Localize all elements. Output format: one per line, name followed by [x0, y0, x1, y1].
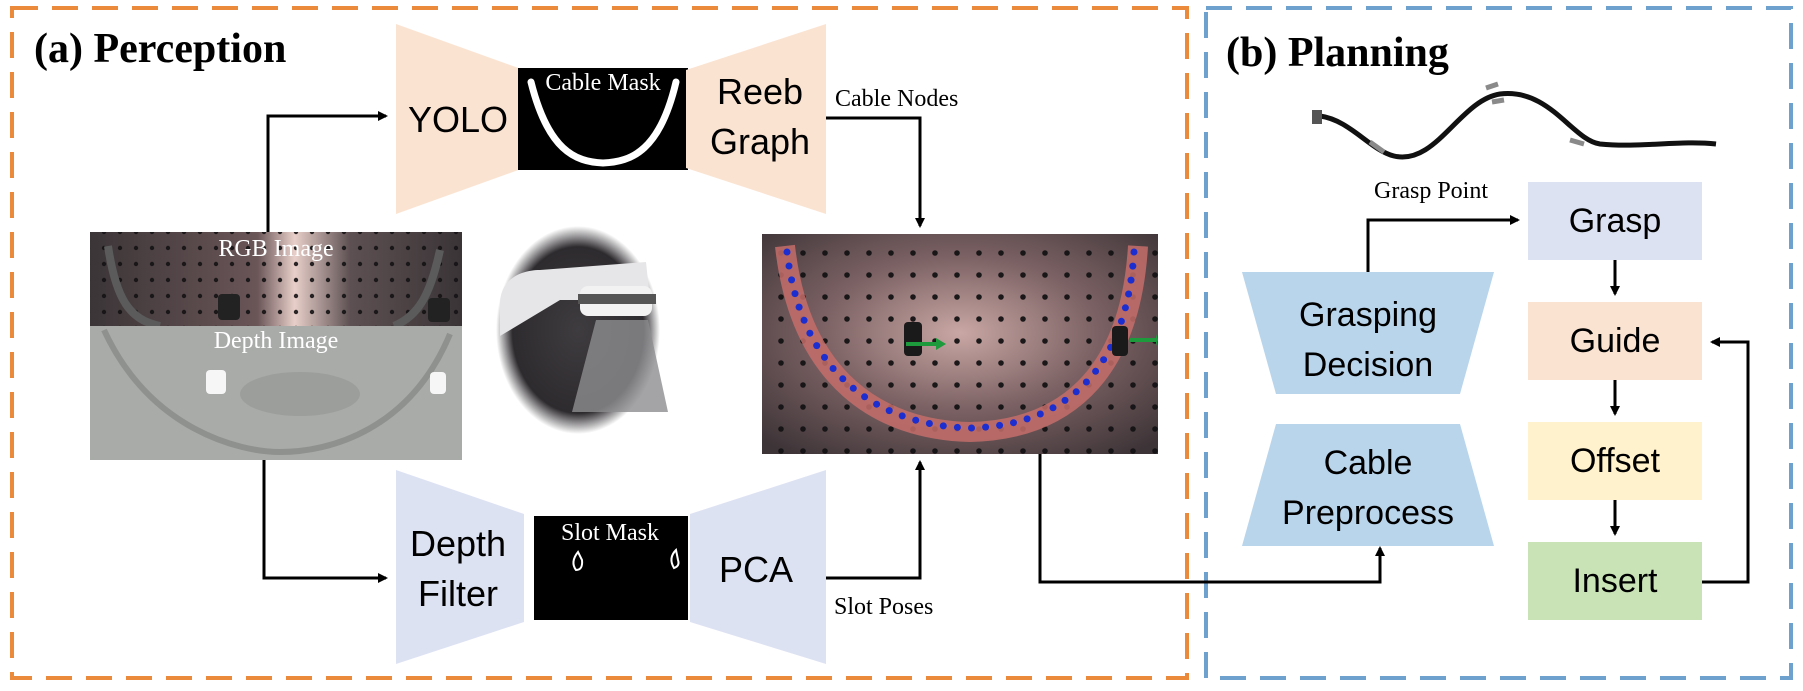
cable-node-dot	[806, 329, 814, 337]
slot-poses-label: Slot Poses	[834, 594, 933, 620]
cable-node-dot	[996, 421, 1004, 429]
arrow-pca-to-result	[826, 460, 925, 580]
arrow-rgb-to-yolo	[266, 111, 388, 232]
cable-node-dot	[925, 420, 933, 427]
arrow-result-to-preprocess	[1038, 454, 1385, 584]
pca-trapezoid	[690, 470, 826, 664]
cable-node-dot	[839, 375, 847, 383]
cable-wave-illustration	[1312, 81, 1717, 160]
cable-node-dot	[1023, 415, 1031, 423]
cable-node-dot	[953, 423, 961, 431]
cable-node-dot	[912, 416, 920, 424]
grasp-box	[1528, 182, 1702, 260]
grasping-decision-trapezoid	[1242, 272, 1494, 394]
arrow-reeb-to-result	[826, 116, 925, 228]
insert-box	[1528, 542, 1702, 620]
cable-node-dot	[1129, 262, 1137, 270]
grasp-point-label: Grasp Point	[1374, 178, 1488, 204]
offset-box	[1528, 422, 1702, 500]
cable-node-dot	[791, 290, 799, 298]
cable-node-dot	[1036, 410, 1044, 418]
cable-node-dot	[785, 262, 793, 270]
guide-step-label: Guide	[1570, 322, 1661, 360]
arrow-grasping-to-grasp	[1366, 215, 1520, 272]
cable-node-dot	[1100, 356, 1108, 364]
slot-mask-right	[670, 547, 680, 570]
depth-filter-line2: Filter	[418, 573, 498, 614]
grasp-step-label: Grasp	[1569, 202, 1662, 240]
reeb-label-line1: Reeb	[717, 71, 803, 112]
depth-label: Depth Image	[214, 328, 339, 354]
slot-mask-image	[534, 516, 688, 620]
cable-node-dot	[968, 424, 975, 432]
cable-node-dot	[821, 353, 828, 361]
cable-node-dot	[795, 303, 803, 311]
yolo-trapezoid	[396, 24, 524, 214]
cable-node-dot	[885, 407, 893, 415]
cable-node-dot	[829, 365, 837, 372]
cable-node-dot	[783, 248, 791, 256]
insert-step-label: Insert	[1572, 562, 1658, 600]
cable-node-dot	[1125, 290, 1133, 298]
cable-node-dots	[783, 248, 1138, 432]
reeb-trapezoid	[686, 24, 826, 214]
cable-preprocess-trapezoid	[1242, 424, 1494, 546]
planning-title: (b) Planning	[1226, 30, 1449, 76]
cable-node-dot	[1010, 419, 1017, 427]
cable-mask-label: Cable Mask	[545, 70, 660, 96]
arrow-insert-to-guide	[1702, 337, 1750, 584]
guide-box	[1528, 302, 1702, 380]
cable-node-dot	[1049, 404, 1057, 412]
cable-node-dot	[813, 342, 821, 350]
cable-node-dot	[1127, 276, 1135, 284]
perception-title: (a) Perception	[34, 26, 286, 72]
cable-node-dot	[1130, 248, 1138, 256]
cable-node-dot	[873, 400, 881, 408]
cable-node-dot	[1082, 378, 1090, 386]
cable-node-dot	[788, 276, 796, 284]
depth-filter-trapezoid	[396, 470, 524, 664]
arrow-depth-to-filter	[262, 460, 388, 583]
cable-node-dot	[982, 423, 990, 431]
grasping-line1: Grasping	[1299, 296, 1437, 334]
offset-step-label: Offset	[1570, 442, 1661, 480]
slot-mask-left	[572, 550, 584, 572]
grasping-line2: Decision	[1303, 346, 1433, 384]
camera-sensor-image	[496, 226, 668, 434]
planning-frame	[1204, 6, 1793, 680]
cable-node-dot	[1121, 304, 1129, 312]
depth-filter-line1: Depth	[410, 523, 506, 564]
cable-node-dot	[898, 412, 906, 420]
cable-node-dot	[1117, 317, 1125, 325]
cable-node-dot	[861, 393, 869, 401]
cable-mask-shape	[527, 78, 680, 167]
rgb-depth-image: RGB Image Depth Image	[90, 232, 462, 460]
reeb-label-line2: Graph	[710, 121, 810, 162]
rgb-label: RGB Image	[218, 236, 333, 262]
cable-node-dot	[1092, 367, 1100, 375]
yolo-label: YOLO	[408, 99, 508, 140]
preprocess-line2: Preprocess	[1282, 494, 1454, 532]
cable-node-dot	[849, 384, 857, 392]
pca-label: PCA	[719, 549, 793, 590]
cable-node-dot	[1061, 396, 1069, 404]
cable-nodes-label: Cable Nodes	[835, 86, 958, 112]
cable-node-dot	[800, 316, 808, 324]
cable-node-dot	[1072, 388, 1080, 396]
cable-node-dot	[939, 422, 947, 430]
slot-mask-label: Slot Mask	[561, 520, 659, 546]
preprocess-line1: Cable	[1324, 444, 1413, 482]
result-image	[762, 234, 1158, 454]
